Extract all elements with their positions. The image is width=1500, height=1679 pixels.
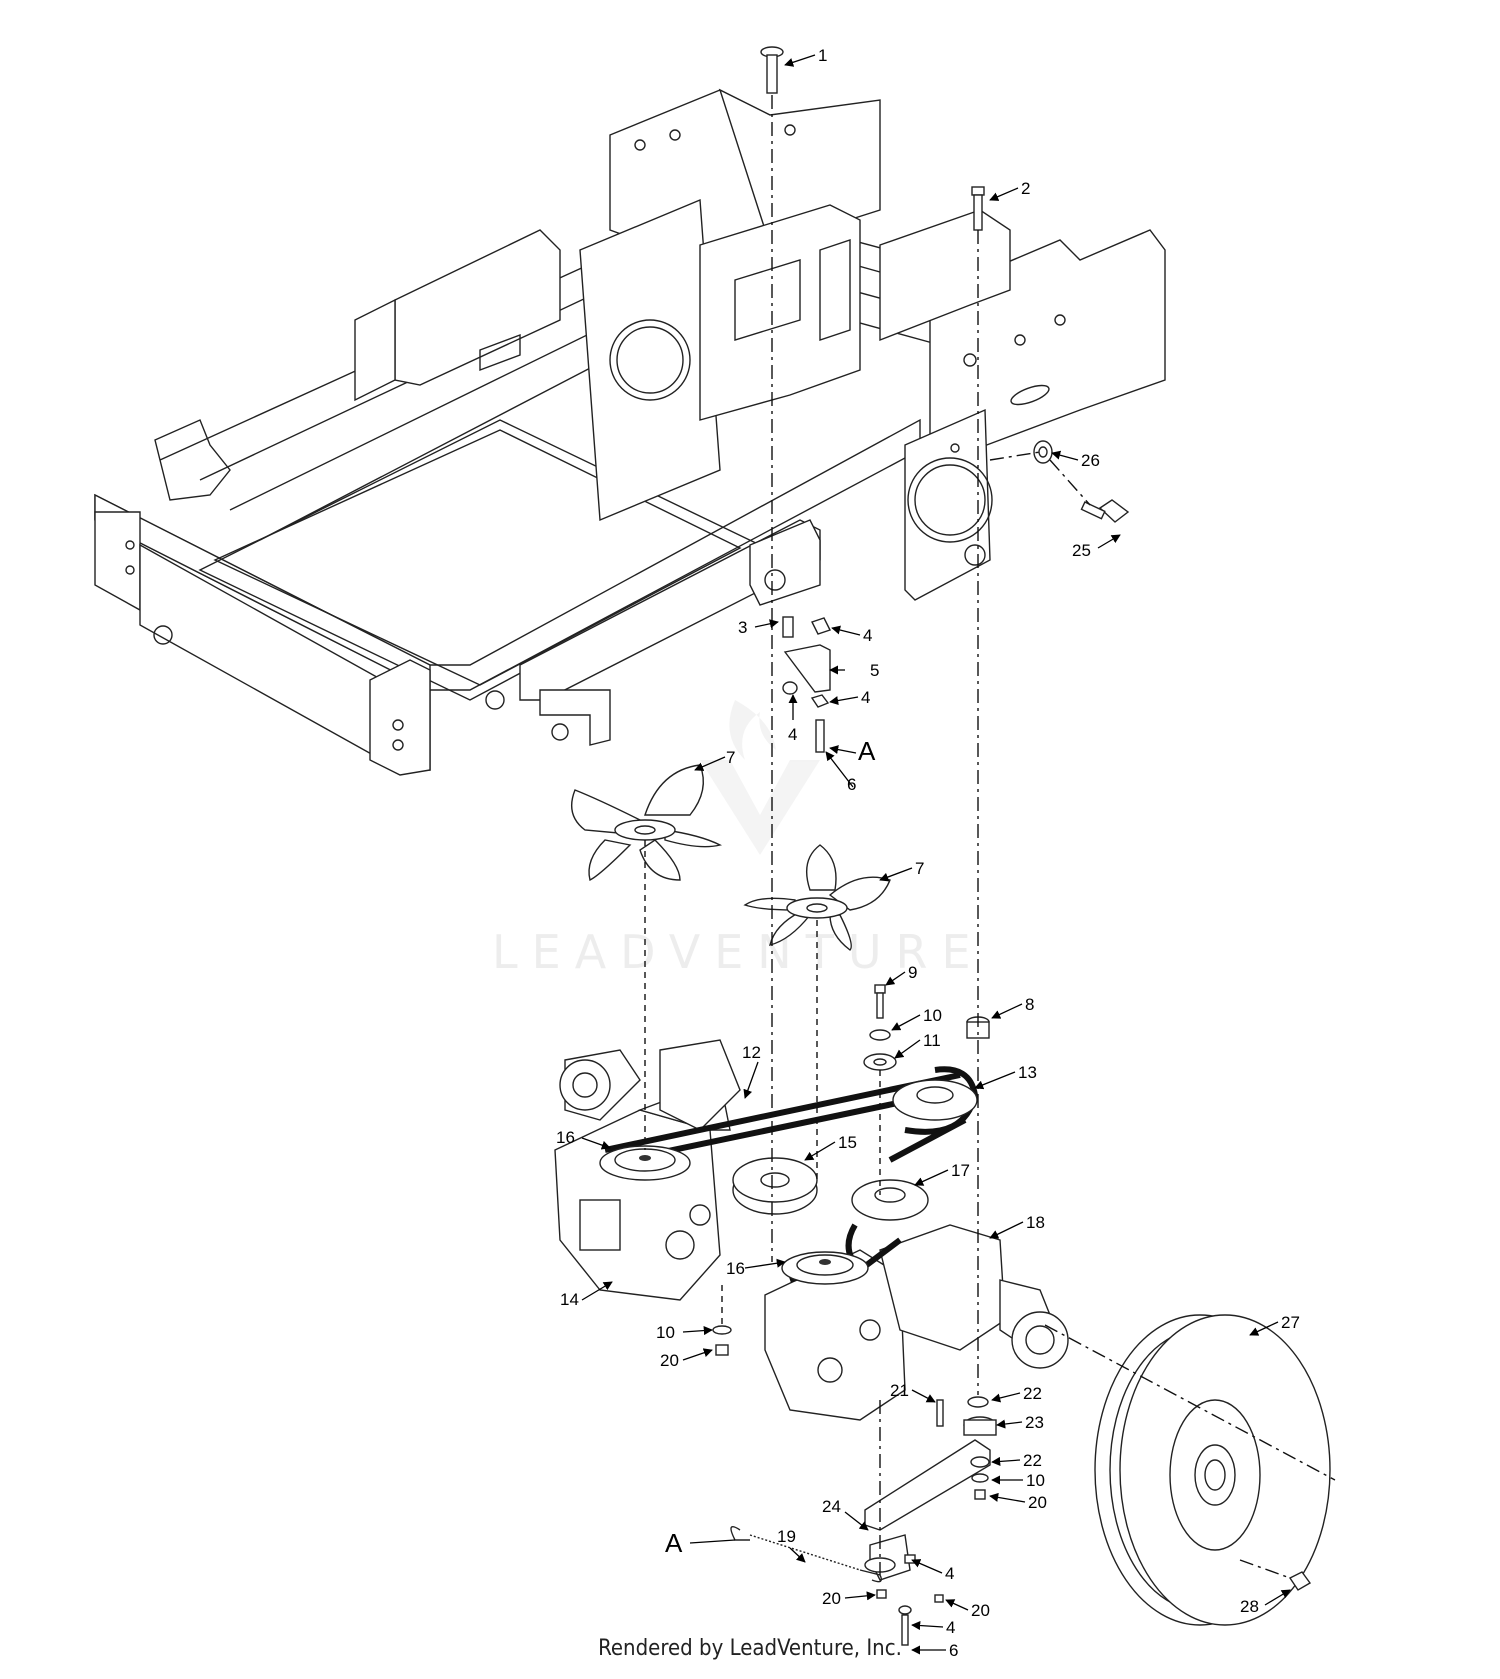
lug-nut-28 <box>1288 1571 1312 1591</box>
callout-6: 6 <box>847 775 856 794</box>
callout-2: 2 <box>1021 179 1030 198</box>
callout-21: 21 <box>890 1381 909 1400</box>
watermark-text: LEADVENTURE <box>492 925 985 979</box>
callout-9: 9 <box>908 963 917 982</box>
callout-15: 15 <box>838 1133 857 1152</box>
callout-22: 22 <box>1023 1451 1042 1470</box>
callout-8: 8 <box>1025 995 1034 1014</box>
callout-4: 4 <box>946 1618 955 1637</box>
callout-7: 7 <box>726 748 735 767</box>
callout-4: 4 <box>863 626 872 645</box>
spring-19 <box>730 1526 883 1583</box>
right-transmission-18 <box>764 1224 1069 1421</box>
callout-18: 18 <box>1026 1213 1045 1232</box>
fan-7-left <box>571 764 723 882</box>
callout-12: 12 <box>742 1043 761 1062</box>
bolt-25 <box>1080 499 1130 523</box>
callout-20: 20 <box>1028 1493 1047 1512</box>
callout-A: A <box>858 736 876 766</box>
callout-19: 19 <box>777 1527 796 1546</box>
bolt-2 <box>971 186 985 231</box>
hardware-9-10-11-8 <box>863 984 990 1071</box>
callout-14: 14 <box>560 1290 579 1309</box>
callout-10: 10 <box>923 1006 942 1025</box>
assembly-lines <box>644 95 1336 1579</box>
callout-6: 6 <box>949 1641 958 1660</box>
footer-credit: Rendered by LeadVenture, Inc. <box>598 1636 902 1661</box>
callout-11: 11 <box>923 1031 941 1050</box>
callout-3: 3 <box>738 618 747 637</box>
callout-20: 20 <box>971 1601 990 1620</box>
callout-17: 17 <box>951 1161 970 1180</box>
bolt-1 <box>760 46 784 94</box>
callout-28: 28 <box>1240 1597 1259 1616</box>
leadventure-watermark: LEADVENTURE <box>492 700 985 979</box>
callout-24: 24 <box>822 1497 841 1516</box>
callout-10: 10 <box>1026 1471 1045 1490</box>
callout-labels: 1 2 3 4 5 4 4 A 6 7 7 9 8 10 11 12 13 16… <box>556 46 1300 1660</box>
callout-16: 16 <box>726 1259 745 1278</box>
callout-7: 7 <box>915 859 924 878</box>
callout-16: 16 <box>556 1128 575 1147</box>
callout-4: 4 <box>861 688 870 707</box>
chassis-frame <box>94 88 1166 776</box>
callout-13: 13 <box>1018 1063 1037 1082</box>
pulley-13-idler <box>892 1079 978 1121</box>
callout-A: A <box>665 1528 683 1558</box>
washer-nut-10-20-left <box>712 1325 732 1356</box>
callout-4: 4 <box>945 1564 954 1583</box>
fan-7-right <box>743 844 891 951</box>
pulley-15 <box>732 1157 818 1215</box>
callout-25: 25 <box>1072 541 1091 560</box>
callout-22: 22 <box>1023 1384 1042 1403</box>
callout-20: 20 <box>822 1589 841 1608</box>
callout-26: 26 <box>1081 451 1100 470</box>
callout-4: 4 <box>788 725 797 744</box>
callout-23: 23 <box>1025 1413 1044 1432</box>
callout-10: 10 <box>656 1323 675 1342</box>
pulley-16-left <box>599 1145 691 1181</box>
callout-27: 27 <box>1281 1313 1300 1332</box>
pulley-17 <box>851 1179 929 1221</box>
callout-1: 1 <box>818 46 827 65</box>
callout-leaders <box>581 54 1291 1655</box>
callout-5: 5 <box>870 661 879 680</box>
pulley-16-right <box>781 1251 869 1285</box>
callout-20: 20 <box>660 1351 679 1370</box>
